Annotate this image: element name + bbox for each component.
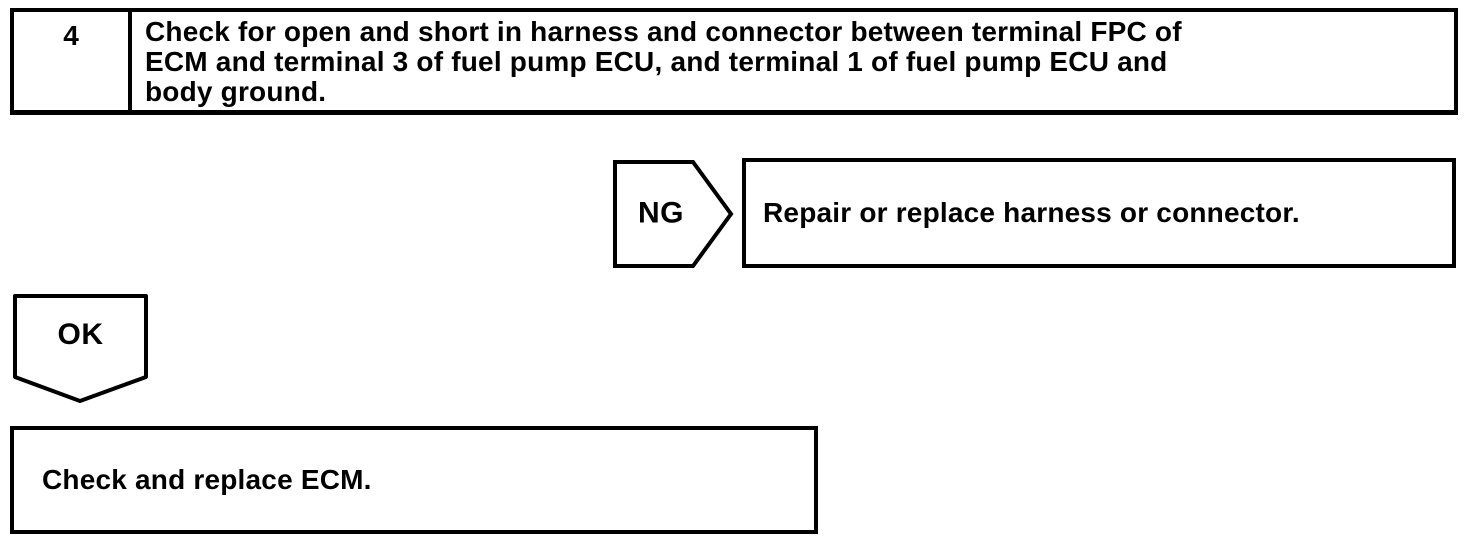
step-table: 4 Check for open and short in harness an… (10, 8, 1458, 115)
ok-label: OK (57, 317, 104, 351)
step-instruction-line-1: Check for open and short in harness and … (145, 16, 1182, 47)
ok-action-text: Check and replace ECM. (42, 464, 372, 495)
ok-action-box: Check and replace ECM. (10, 426, 818, 534)
ng-action-box: Repair or replace harness or connector. (742, 158, 1456, 268)
ng-pentagon-right-icon (613, 160, 734, 268)
step-instruction-line-3: body ground. (145, 76, 327, 107)
ng-action-text: Repair or replace harness or connector. (763, 197, 1300, 228)
ng-label: NG (638, 196, 684, 230)
step-instruction-line-2: ECM and terminal 3 of fuel pump ECU, and… (145, 46, 1168, 77)
step-number-cell: 4 (14, 12, 132, 110)
step-number: 4 (63, 20, 79, 51)
ok-connector-shape: OK (13, 294, 148, 404)
ng-connector-shape: NG (613, 160, 734, 268)
step-instruction-cell: Check for open and short in harness and … (132, 12, 1454, 110)
ok-pentagon-down-icon (13, 294, 148, 403)
